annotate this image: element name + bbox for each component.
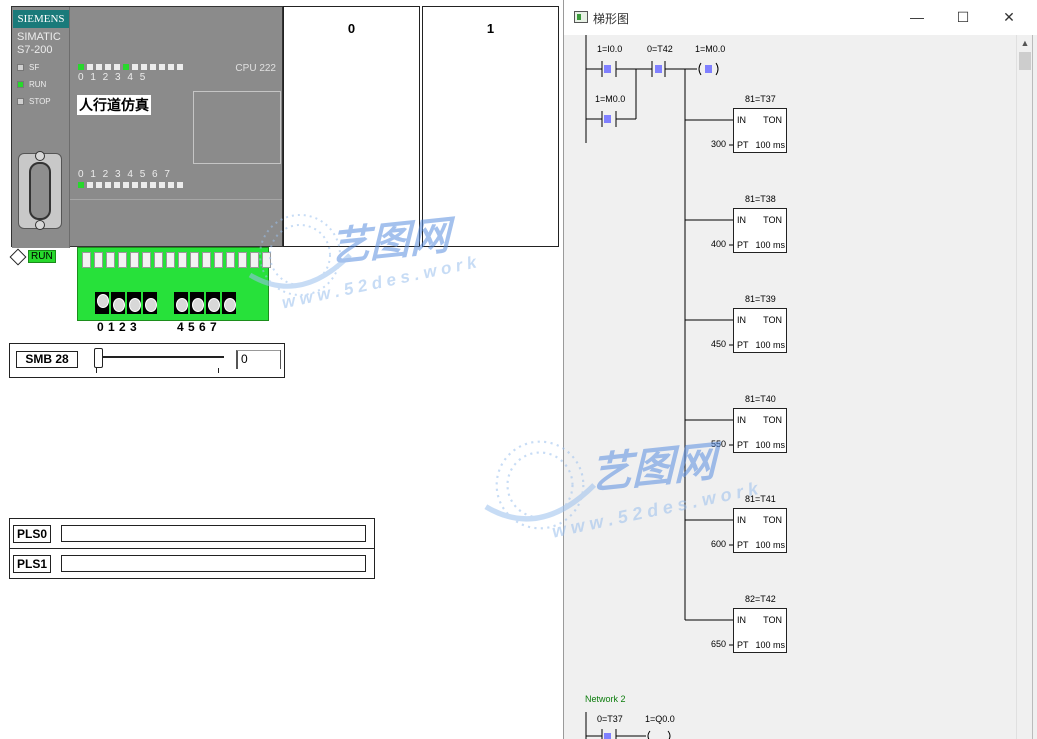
scroll-up-arrow-icon[interactable]: ▲ [1020, 38, 1030, 48]
smb-label: SMB 28 [16, 351, 78, 368]
vertical-scrollbar[interactable]: ▲ [1016, 35, 1032, 739]
timer-name: 81=T40 [745, 394, 776, 404]
input-switch-6[interactable] [206, 292, 220, 314]
model-label: SIMATIC S7-200 [17, 31, 61, 56]
ton-block[interactable]: IN TON PT 100 ms [733, 208, 787, 253]
network-2-label: Network 2 [585, 694, 626, 704]
sf-led [17, 64, 24, 71]
pls0-label: PLS0 [13, 525, 51, 543]
project-title: 人行道仿真 [77, 95, 151, 115]
smb-value-field[interactable]: 0 [236, 350, 281, 369]
timer-name: 81=T38 [745, 194, 776, 204]
timer-preset: 450 [711, 339, 727, 349]
pls0-bar [61, 525, 366, 542]
coil-label: 1=Q0.0 [645, 714, 675, 724]
module-label: 0 [347, 21, 356, 36]
brand-label: SIEMENS [13, 10, 69, 28]
timer-preset: 550 [711, 439, 727, 449]
switch-group-2 [174, 292, 236, 314]
ladder-app-icon [574, 11, 588, 23]
ton-block[interactable]: IN TON PT 100 ms [733, 308, 787, 353]
run-switch-icon[interactable] [9, 248, 27, 265]
pls0-panel: PLS0 [9, 518, 375, 549]
input-numbers: 0 1 2 3 4 5 6 7 [78, 169, 171, 180]
ladder-window: 梯形图 — ☐ ✕ [563, 0, 1037, 739]
led-run: RUN [17, 80, 46, 89]
run-badge: RUN [28, 250, 56, 263]
scroll-thumb[interactable] [1019, 52, 1031, 70]
slider-tick [96, 368, 97, 373]
expansion-module-1[interactable]: 1 [422, 6, 559, 247]
contact-label: 1=M0.0 [595, 94, 626, 104]
terminal-strip [82, 252, 271, 268]
input-leds [78, 182, 186, 188]
ladder-diagram [585, 35, 733, 739]
plc-left-panel: SIEMENS SIMATIC S7-200 SF RUN STOP [12, 7, 70, 248]
timer-preset: 650 [711, 639, 727, 649]
window-edge [1032, 35, 1037, 739]
contact-label: 0=T42 [647, 44, 673, 54]
ton-block[interactable]: IN TON PT 100 ms [733, 408, 787, 453]
switch-labels-group-1: 0 1 2 3 [97, 320, 137, 334]
timer-preset: 300 [711, 139, 727, 149]
serial-port-icon [18, 151, 62, 230]
timer-name: 82=T42 [745, 594, 776, 604]
switch-labels-group-2: 4 5 6 7 [177, 320, 217, 334]
maximize-button[interactable]: ☐ [956, 9, 970, 25]
input-switch-3[interactable] [143, 292, 157, 314]
divider [70, 199, 282, 200]
timer-name: 81=T41 [745, 494, 776, 504]
run-led [17, 81, 24, 88]
timer-name: 81=T37 [745, 94, 776, 104]
smb-slider-thumb[interactable] [94, 348, 103, 368]
smb28-panel: SMB 28 0 [9, 343, 285, 378]
port-screw [35, 151, 45, 161]
led-stop: STOP [17, 97, 51, 106]
plc-cpu-module: SIEMENS SIMATIC S7-200 SF RUN STOP 0 1 2… [11, 6, 283, 248]
cpu-label: CPU 222 [235, 63, 276, 74]
input-switch-board [77, 247, 271, 321]
input-switch-0[interactable] [95, 292, 109, 314]
port-connector [29, 162, 51, 220]
output-leds [78, 64, 186, 70]
watermark-url: w w w . 5 2 d e s . w o r k [280, 252, 479, 313]
value-border [280, 350, 281, 369]
ton-block[interactable]: IN TON PT 100 ms [733, 508, 787, 553]
timer-preset: 600 [711, 539, 727, 549]
coil-label: 1=M0.0 [695, 44, 726, 54]
input-switch-7[interactable] [222, 292, 236, 314]
led-sf: SF [17, 63, 39, 72]
expansion-module-0[interactable]: 0 [283, 6, 420, 247]
module-label: 1 [486, 21, 495, 36]
port-screw [35, 220, 45, 230]
pls1-label: PLS1 [13, 555, 51, 573]
stop-led [17, 98, 24, 105]
pls1-panel: PLS1 [9, 548, 375, 579]
input-switch-4[interactable] [174, 292, 188, 314]
slider-tick [218, 368, 219, 373]
contact-label: 0=T37 [597, 714, 623, 724]
close-button[interactable]: ✕ [1003, 9, 1015, 25]
run-mode-indicator[interactable]: RUN [9, 248, 56, 265]
timer-name: 81=T39 [745, 294, 776, 304]
ton-block[interactable]: IN TON PT 100 ms [733, 608, 787, 653]
ton-block[interactable]: IN TON PT 100 ms [733, 108, 787, 153]
output-numbers: 0 1 2 3 4 5 [78, 72, 147, 83]
contact-label: 1=I0.0 [597, 44, 623, 54]
input-switch-5[interactable] [190, 292, 204, 314]
ladder-titlebar[interactable]: 梯形图 — ☐ ✕ [564, 0, 1037, 35]
smb-slider-track[interactable] [96, 356, 224, 358]
timer-preset: 400 [711, 239, 727, 249]
window-title: 梯形图 [593, 12, 630, 26]
switch-group-1 [95, 292, 157, 314]
input-switch-2[interactable] [127, 292, 141, 314]
input-switch-1[interactable] [111, 292, 125, 314]
cpu-panel [193, 91, 281, 164]
ladder-content: 1=I0.0 0=T42 1=M0.0 1=M0.0 81=T37 IN TON… [564, 35, 1016, 739]
pls1-bar [61, 555, 366, 572]
minimize-button[interactable]: — [910, 9, 924, 25]
